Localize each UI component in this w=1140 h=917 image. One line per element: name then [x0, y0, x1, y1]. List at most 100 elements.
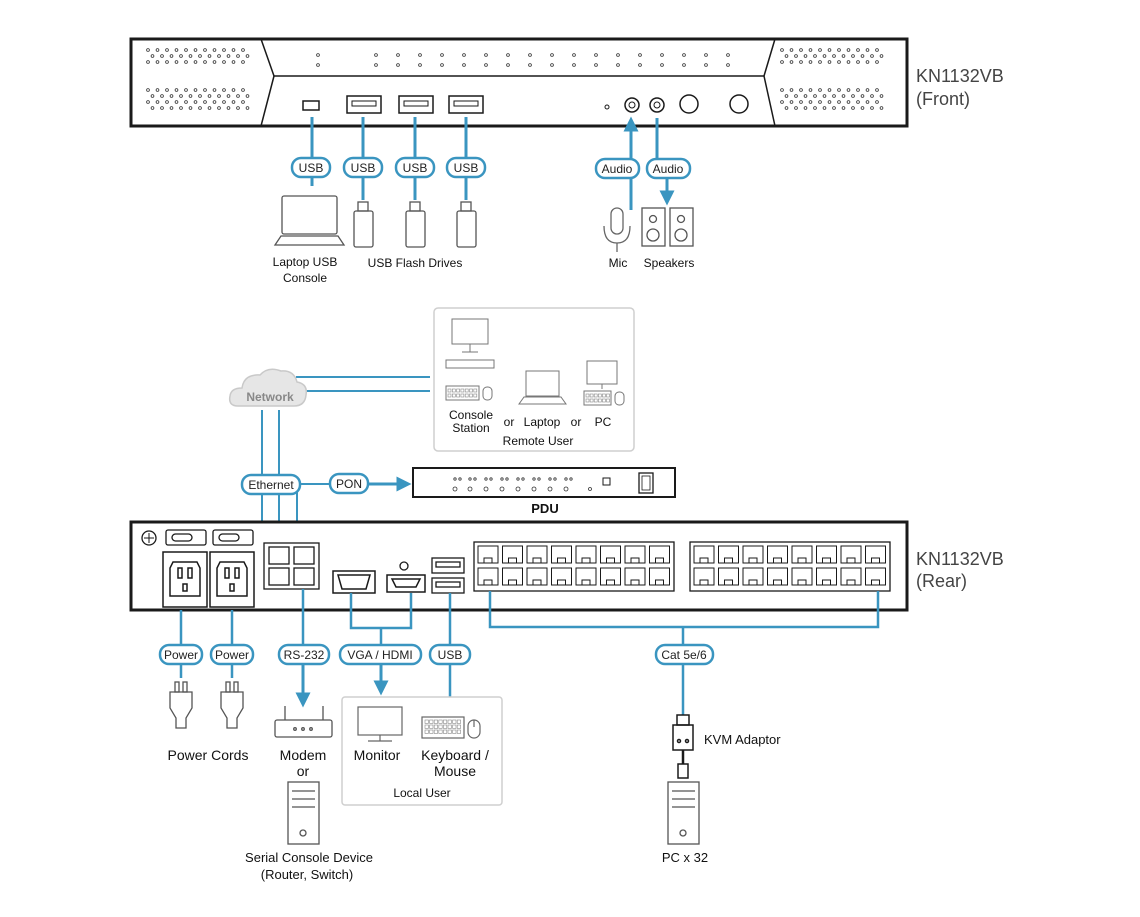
kvm-rj45-tab — [508, 557, 517, 564]
vent-dot — [865, 48, 870, 52]
vent-dot — [856, 100, 860, 104]
vent-dot — [875, 100, 879, 104]
vent-dot — [179, 54, 183, 58]
keyboard-key — [429, 724, 434, 729]
front-led — [418, 53, 422, 57]
pdu-outlet — [452, 486, 458, 492]
vent-dot — [860, 54, 865, 58]
power-cord-plug-2 — [220, 681, 244, 729]
vent-dot — [841, 94, 846, 98]
vent-dot — [155, 88, 160, 92]
vent-dot — [174, 60, 179, 64]
power-pill-2-text: Power — [215, 648, 249, 662]
power-inlet-1 — [162, 551, 208, 608]
vent-dot — [860, 106, 865, 110]
vent-dot — [875, 88, 879, 92]
front-led — [616, 63, 620, 67]
keyboard-mouse-label-line2: Mouse — [434, 763, 476, 779]
kvm-rj45-tab — [630, 557, 640, 564]
keyboard-mouse-icon — [421, 716, 481, 739]
front-led-row — [316, 53, 730, 67]
vent-dot — [794, 54, 798, 58]
kvm-rj45-tab — [532, 579, 542, 586]
power-switch-2 — [212, 529, 254, 546]
vent-dot — [856, 60, 860, 64]
kvm-rj45-tab — [846, 579, 856, 586]
ethernet-pill-text: Ethernet — [248, 478, 294, 492]
vga-hdmi-pill: VGA / HDMI — [338, 643, 423, 666]
vent-dot — [851, 94, 855, 98]
vent-dot — [870, 54, 874, 58]
laptop-label-line2: Console — [283, 271, 327, 285]
vent-dot — [203, 48, 207, 52]
rs232-pill-text: RS-232 — [284, 648, 325, 662]
vent-dot — [245, 94, 250, 98]
vent-dot — [803, 94, 808, 98]
front-led — [550, 63, 554, 67]
pdu-outlet — [531, 486, 537, 492]
keyboard-key — [460, 388, 465, 393]
front-led — [374, 63, 378, 67]
keyboard-key — [433, 729, 438, 734]
pdu-led — [453, 477, 457, 481]
pdu-outlet — [547, 486, 553, 492]
vent-dot — [808, 48, 813, 52]
vent-dot — [222, 48, 226, 52]
vent-dot — [808, 88, 813, 92]
monitor-label: Monitor — [354, 747, 401, 763]
or-label-1: or — [504, 415, 515, 429]
keyboard-key — [438, 719, 443, 724]
front-led — [572, 63, 576, 67]
vent-dot — [241, 88, 245, 92]
vent-dot — [875, 48, 879, 52]
usb-pill-1-text: USB — [299, 161, 324, 175]
vent-dot — [222, 100, 226, 104]
keyboard-key — [456, 719, 461, 724]
console-station-icon — [445, 318, 495, 401]
vent-dot — [207, 106, 212, 110]
remote-laptop-icon — [518, 370, 567, 405]
keyboard-key — [456, 388, 460, 393]
vent-dot — [231, 48, 236, 52]
keyboard-key — [424, 729, 429, 734]
keyboard-key — [451, 388, 456, 393]
vent-dot — [780, 100, 784, 104]
vent-dot — [827, 88, 832, 92]
vent-dot — [827, 48, 832, 52]
keyboard-key — [456, 393, 460, 398]
pdu-led — [588, 487, 592, 491]
keyboard-key — [602, 398, 606, 403]
hdmi-port — [386, 574, 426, 593]
keyboard-key — [606, 393, 610, 398]
pdu-led — [516, 477, 520, 481]
vent-dot — [222, 88, 226, 92]
vent-dot — [212, 60, 217, 64]
kvm-rj45-tab — [483, 557, 493, 564]
keyboard-key — [456, 729, 461, 734]
vent-dot — [236, 94, 240, 98]
rear-cables — [179, 589, 880, 715]
vent-dot — [236, 54, 240, 58]
keyboard-key — [452, 724, 457, 729]
kvm-rj45-tab — [581, 557, 591, 564]
vent-dot — [813, 94, 817, 98]
keyboard-key — [602, 393, 606, 398]
keyboard-key — [447, 724, 452, 729]
kvm-rj45-tab — [655, 579, 664, 586]
front-led — [506, 53, 510, 57]
pdu-led — [569, 477, 573, 481]
vent-dot — [212, 100, 217, 104]
rear-usb-ports — [431, 557, 465, 594]
pdu-led — [468, 477, 472, 481]
remote-laptop-label: Laptop — [524, 415, 561, 429]
power-pill-1: Power — [158, 643, 204, 666]
kvm-rj45-tab — [822, 579, 831, 586]
vent-dot — [799, 48, 803, 52]
front-usb-port-2 — [398, 95, 434, 114]
vent-dot — [165, 88, 169, 92]
power-inlet-2 — [209, 551, 255, 608]
audio-in-pill: Audio — [594, 157, 641, 180]
vent-dot — [780, 88, 784, 92]
keyboard-key — [433, 719, 438, 724]
vent-dot — [169, 94, 174, 98]
